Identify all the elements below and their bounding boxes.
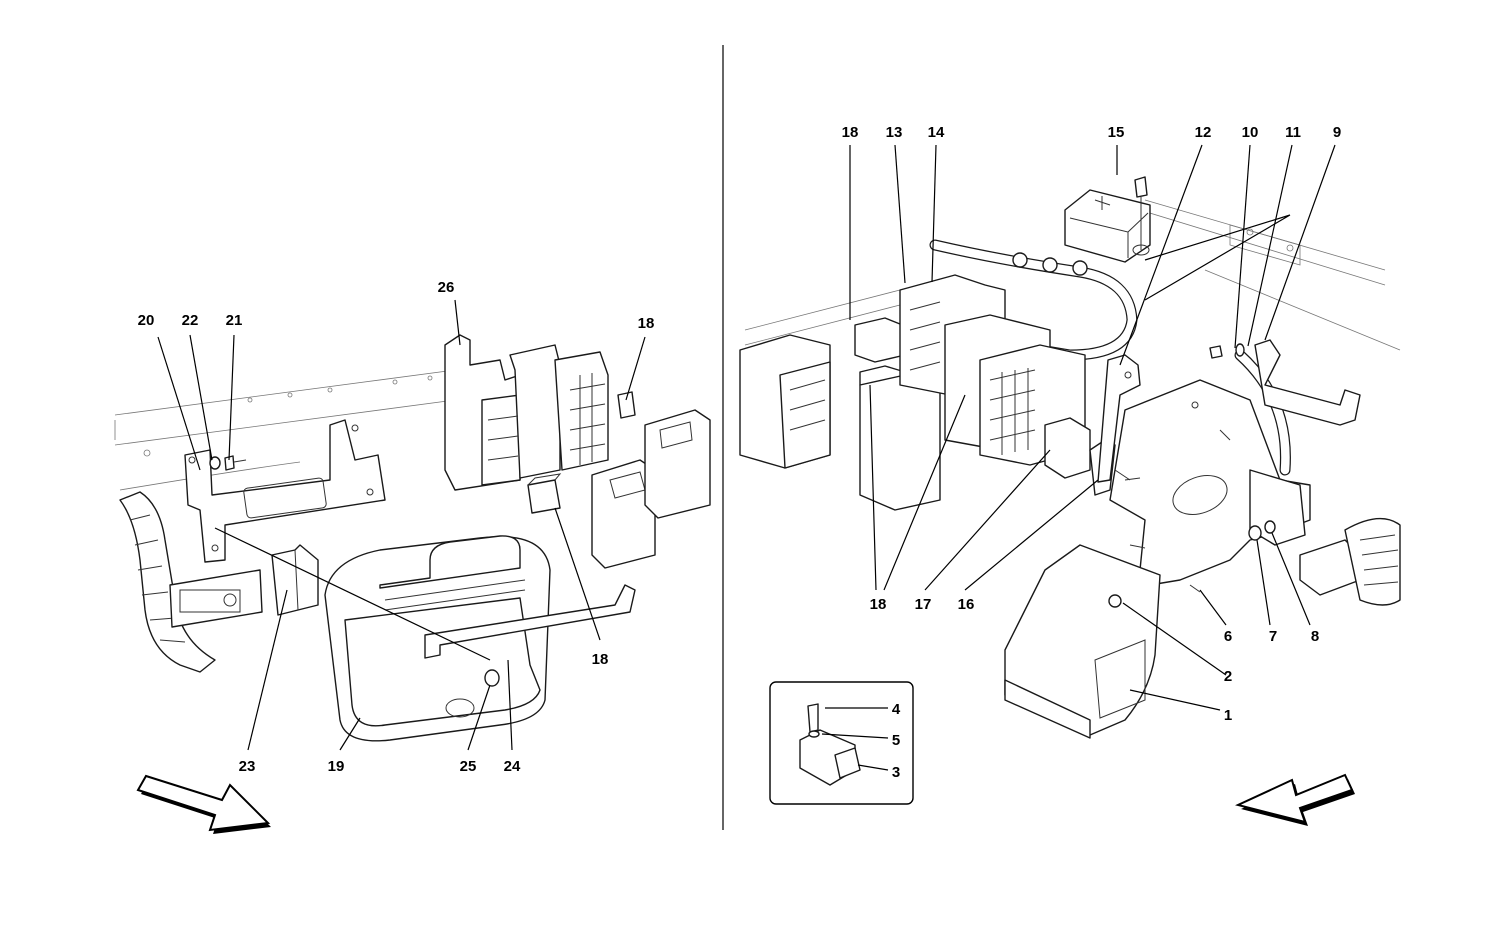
- nut-8: [1264, 520, 1276, 534]
- callout-9: 9: [1333, 124, 1341, 141]
- callout-18-left-lower: 18: [592, 651, 609, 668]
- callout-10: 10: [1242, 124, 1259, 141]
- left-floor-panel: [114, 369, 456, 491]
- nut-7: [1248, 525, 1262, 541]
- callout-19: 19: [328, 758, 345, 775]
- left-panel: [114, 334, 711, 834]
- callout-24: 24: [504, 758, 521, 775]
- relay-18-right-top: [854, 317, 906, 363]
- sensor-3: [799, 729, 861, 786]
- screw-4: [807, 703, 819, 733]
- box-cover-right: [644, 409, 711, 519]
- callout-11: 11: [1285, 124, 1301, 141]
- callout-22: 22: [182, 312, 199, 329]
- callout-6: 6: [1224, 628, 1232, 645]
- relay-18-left-top: [617, 391, 636, 419]
- callout-23: 23: [239, 758, 256, 775]
- fuse-box-26: [444, 334, 609, 491]
- left-leaders: [157, 299, 646, 751]
- callout-13: 13: [886, 124, 903, 141]
- direction-arrow-left-icon: [1235, 773, 1355, 826]
- bracket-9: [1249, 339, 1361, 546]
- callout-7: 7: [1269, 628, 1277, 645]
- bolt-21: [224, 455, 247, 471]
- battery-cable: [929, 239, 1138, 361]
- relay-block-left: [739, 334, 831, 469]
- nut-22: [209, 456, 221, 470]
- callout-20: 20: [138, 312, 155, 329]
- right-leaders: [821, 144, 1336, 771]
- wiring-harness-left: [119, 491, 263, 673]
- right-panel: [739, 176, 1401, 826]
- inset-detail-box: [769, 681, 914, 805]
- callout-1: 1: [1224, 707, 1232, 724]
- wiring-harness-right: [1299, 517, 1401, 606]
- bracket-20: [184, 419, 386, 563]
- callout-25: 25: [460, 758, 477, 775]
- bracket-23: [271, 544, 319, 616]
- bracket-12: [1097, 354, 1141, 483]
- callout-8: 8: [1311, 628, 1319, 645]
- callout-12: 12: [1195, 124, 1212, 141]
- callout-labels: 20 22 21 26 18 18 23 19 25 24 18 13 14 1…: [138, 124, 1342, 781]
- callout-5: 5: [892, 732, 900, 749]
- relay-18-left-lower: [527, 473, 562, 514]
- callout-21: 21: [226, 312, 243, 329]
- callout-15: 15: [1108, 124, 1125, 141]
- callout-16: 16: [958, 596, 975, 613]
- washer-5: [808, 730, 820, 738]
- callout-4: 4: [892, 701, 901, 718]
- nut-25: [484, 669, 500, 687]
- callout-18-left-top: 18: [638, 315, 655, 332]
- screw-10: [1209, 345, 1223, 359]
- callout-2: 2: [1224, 668, 1232, 685]
- callout-3: 3: [892, 764, 900, 781]
- control-unit-1: [1004, 544, 1161, 739]
- central-fuse-box: [859, 274, 1086, 511]
- callout-14: 14: [928, 124, 945, 141]
- right-floor-panel: [744, 199, 1401, 351]
- callout-18-right-lower: 18: [870, 596, 887, 613]
- relay-17: [1044, 417, 1091, 479]
- strap-24: [424, 584, 636, 659]
- callout-26: 26: [438, 279, 455, 296]
- callout-17: 17: [915, 596, 932, 613]
- washer-11: [1235, 343, 1245, 357]
- terminal-cover-15: [1064, 176, 1151, 263]
- direction-arrow-right-icon: [136, 774, 271, 834]
- callout-18-right-top: 18: [842, 124, 859, 141]
